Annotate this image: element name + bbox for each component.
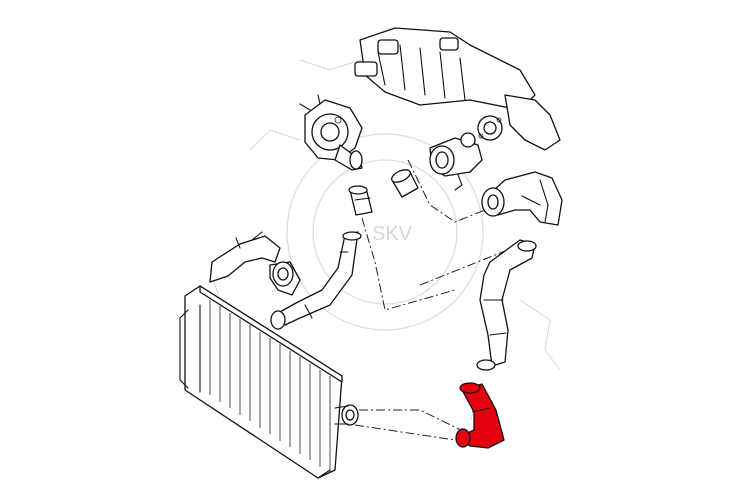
intercooler-radiator [179,285,359,479]
throttle-body [429,132,483,191]
turbocharger [299,94,363,171]
intercooler-hose-highlighted[interactable] [455,382,505,449]
turbo-outlet-hose [348,185,373,216]
elbow-hose [481,171,563,226]
intercooler-pipe-long [270,231,362,330]
intake-manifold [354,27,561,151]
intercooler-pipe-right [476,239,537,371]
watermark-text: SKV [372,223,413,245]
intercooler-pipe-s [209,231,301,296]
rubber-sleeve [391,169,419,198]
